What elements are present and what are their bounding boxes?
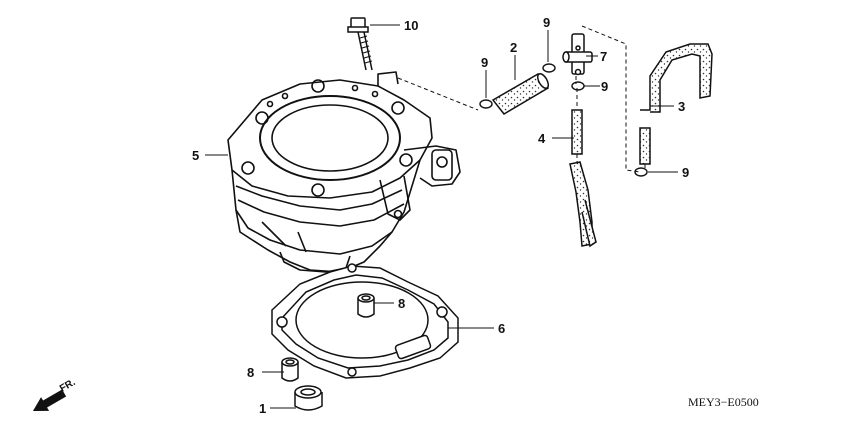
callout-6: 6 <box>498 321 505 336</box>
dowel-pin-8-lower <box>281 357 299 382</box>
cylinder <box>227 71 461 273</box>
callout-5: 5 <box>192 148 199 163</box>
callout-4: 4 <box>538 131 546 146</box>
leader-lines <box>205 24 678 409</box>
clip-9-b <box>542 63 556 73</box>
callouts: 10 2 9 9 7 9 3 4 5 9 8 6 8 1 <box>192 15 689 416</box>
breather-tube-4 <box>569 109 597 248</box>
routing-lines <box>397 25 646 173</box>
three-way-joint <box>562 33 593 76</box>
callout-9-b: 9 <box>543 15 550 30</box>
breather-tube-3 <box>639 43 713 165</box>
callout-8-lower: 8 <box>247 365 254 380</box>
callout-7: 7 <box>600 49 607 64</box>
dowel-pins <box>281 293 375 411</box>
clip-9-d <box>634 167 648 177</box>
stud-bolt <box>347 17 373 71</box>
breather-tube-2 <box>491 73 550 115</box>
diagram-code: MEY3−E0500 <box>688 395 759 409</box>
dowel-pin-8-upper <box>357 293 375 318</box>
cylinder-gasket <box>271 263 459 379</box>
front-direction-indicator: FR. <box>32 377 78 411</box>
callout-10: 10 <box>404 18 418 33</box>
callout-9-d: 9 <box>682 165 689 180</box>
hose-clips <box>479 63 648 177</box>
callout-3: 3 <box>678 99 685 114</box>
dowel-pin-1 <box>294 385 323 411</box>
callout-2: 2 <box>510 40 517 55</box>
clip-9-c <box>571 81 585 91</box>
front-label: FR. <box>58 377 78 395</box>
clip-9-a <box>479 99 493 109</box>
callout-1: 1 <box>259 401 266 416</box>
callout-9-a: 9 <box>481 55 488 70</box>
callout-8-upper: 8 <box>398 296 405 311</box>
callout-9-c: 9 <box>601 79 608 94</box>
front-arrow-icon <box>32 389 67 411</box>
